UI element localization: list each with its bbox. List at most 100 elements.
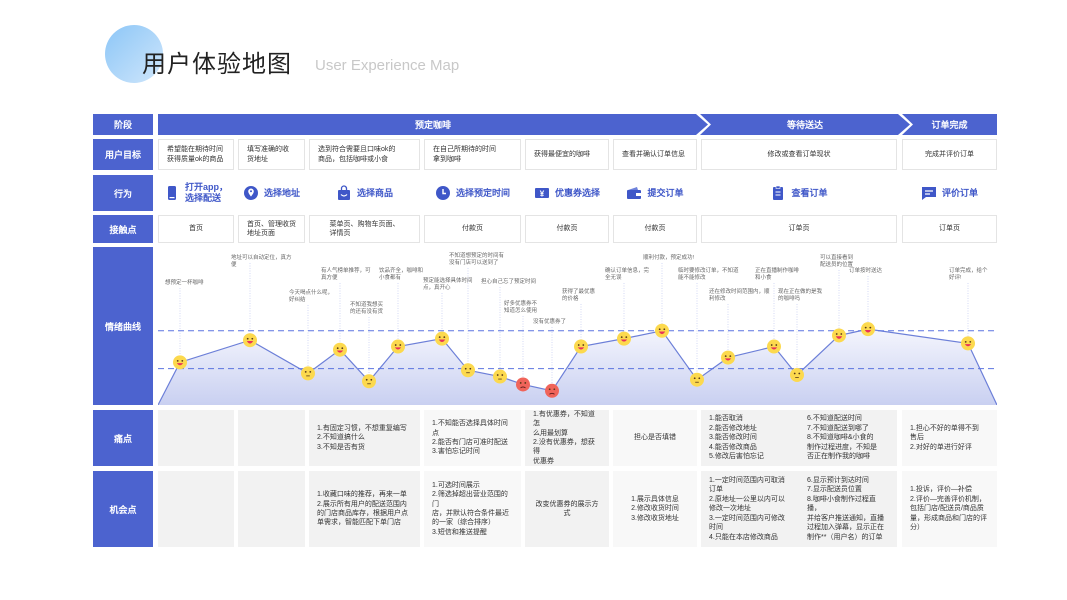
face-eye [176, 359, 179, 362]
emotion-annotation: 饮品齐全，咖啡和 小食都有 [379, 268, 424, 282]
face-eye [964, 340, 967, 343]
face-eye [798, 372, 801, 375]
touchpoint-cell: 首页、管理收货 地址页面 [238, 215, 305, 243]
touchpoint-cell: 付款页 [613, 215, 697, 243]
emotion-annotation: 订单按时送达 [849, 268, 883, 274]
emotion-annotation: 有人气榜单推荐，可 真方便 [321, 268, 371, 282]
opportunity-cell: 1.投诉，评价—补偿 2.评价—完善评价机制， 包括门店/配送员/商品质 量，形… [902, 471, 997, 547]
behavior-label: 评价订单 [941, 187, 978, 198]
behavior-label: 选择地址 [263, 187, 300, 198]
emotion-curve-chart [158, 263, 997, 405]
face-eye [370, 378, 373, 381]
face-eye [365, 378, 368, 381]
face-eye [524, 382, 527, 384]
face-eye [336, 347, 339, 350]
behavior-2: 选择地址 [238, 175, 305, 211]
emotion-face-happy-icon [767, 339, 781, 354]
face-eye [548, 388, 551, 391]
opportunity-cell: 6.显示预计到达时间 7.显示配送员位置 8.咖啡小食制作过程直播， 并给客户推… [799, 471, 897, 547]
user-goal-cell: 完成并评价订单 [902, 139, 997, 170]
location-pin-icon [243, 186, 258, 200]
face-eye [304, 371, 307, 373]
user-goal-cell: 在自己所期待的时间 拿到咖啡 [424, 139, 521, 170]
face-mouth [770, 347, 778, 350]
opportunity-cell: 1.可选时间展示 2.筛选掉超出营业范围的门 店，并默认符合条件最近 的一家（综… [424, 471, 521, 547]
face-eye [840, 333, 843, 335]
emotion-annotation: 担心自己忘了预定时间 [481, 279, 537, 285]
emotion-annotation: 现在正在做的是我 的咖啡吗 [778, 289, 823, 303]
emotion-face-happy-icon [333, 342, 347, 357]
behavior-7: 查看订单 [701, 175, 897, 211]
opportunity-cell: 1.展示具体信息 2.修改收货时间 3.修改收货地址 [613, 471, 697, 547]
page-title: 用户体验地图 [142, 51, 292, 78]
clock-icon [435, 186, 450, 200]
emotion-annotation: 可以直接看到 配送员的位置 [820, 255, 854, 269]
behavior-8: 评价订单 [902, 175, 997, 211]
emotion-face-neutral-icon [461, 363, 475, 378]
stage-complete: 订单完成 [902, 114, 997, 135]
face-eye [438, 336, 441, 339]
emotion-annotation: 确认订单信息，完 全无误 [605, 268, 650, 282]
behavior-label: 选择预定时间 [455, 187, 510, 198]
opportunity-cell [158, 471, 234, 547]
user-goal-cell: 获得最便宜的咖啡 [525, 139, 609, 170]
face-mouth [394, 347, 402, 350]
face-eye [309, 371, 312, 373]
emotion-annotation: 顺利付款，预定成功! [643, 255, 695, 261]
pain-point-cell: 1.有优惠券，不知道怎 么用最划算 2.没有优惠券，想获得 优惠券 [525, 410, 609, 466]
face-mouth [246, 341, 254, 344]
face-eye [399, 344, 402, 346]
face-eye [496, 374, 499, 376]
emotion-annotation: 今天喝点什么呢， 好纠结 [289, 290, 334, 304]
face-mouth [724, 358, 732, 361]
pain-point-cell: 1.能否取消 2.能否修改地址 3.能否修改时间 4.能否修改商品 5.修改后害… [701, 410, 799, 466]
face-eye [469, 367, 472, 370]
behavior-4: 选择预定时间 [424, 175, 521, 211]
face-eye [394, 344, 397, 346]
stage-waiting: 等待送达 [700, 114, 910, 135]
behavior-5: ¥优惠券选择 [525, 175, 609, 211]
face-eye [577, 344, 580, 346]
behavior-label: 优惠券选择 [554, 187, 600, 198]
face-eye [582, 344, 585, 346]
opportunity-cell [238, 471, 305, 547]
pain-point-cell: 1.不知能否选择具体时间点 2.能否有门店可准时配送 3.害怕忘记时间 [424, 410, 521, 466]
behavior-label: 选择商品 [356, 187, 393, 198]
emotion-annotation: 地址可以自动定位，真方便 [231, 255, 292, 269]
row-label-stage: 阶段 [93, 114, 153, 135]
emotion-annotation: 正在直播制作咖啡 和小食 [755, 268, 800, 282]
face-eye [251, 337, 254, 340]
emotion-annotation: 还在修改时间范围内，顺 利修改 [709, 289, 770, 303]
row-label-behavior: 行为 [93, 175, 153, 211]
emotion-annotation: 不知道我想买 的还有没有货 [350, 302, 384, 316]
behavior-1: 打开app， 选择配送 [158, 175, 234, 211]
face-eye [501, 374, 504, 376]
decorative-circle [105, 25, 163, 83]
face-eye [775, 344, 778, 346]
face-mouth [520, 386, 526, 389]
face-eye [620, 336, 623, 339]
user-goal-cell: 填写准确的收 货地址 [238, 139, 305, 170]
emotion-annotation: 获得了最优惠 的价格 [562, 289, 596, 303]
face-eye [341, 347, 344, 350]
emotion-face-laugh-icon [832, 328, 846, 343]
row-label-opportunity: 机会点 [93, 471, 153, 547]
face-eye [869, 326, 872, 329]
emotion-face-happy-icon [617, 331, 631, 346]
emotion-annotation: 订单完成，给个 好评! [949, 268, 988, 282]
face-mouth [835, 336, 843, 339]
face-mouth [577, 347, 585, 350]
pain-point-cell [238, 410, 305, 466]
touchpoint-cell: 首页 [158, 215, 234, 243]
emotion-face-angry-icon [545, 383, 559, 398]
face-mouth [658, 331, 666, 335]
behavior-3: 选择商品 [309, 175, 420, 211]
touchpoint-cell: 付款页 [424, 215, 521, 243]
touchpoint-cell: 菜单页、购物车页面、 详情页 [309, 215, 420, 243]
emotion-face-happy-icon [721, 350, 735, 365]
stage-booking: 预定咖啡 [158, 114, 708, 135]
emotion-face-laugh-icon [861, 322, 875, 337]
face-eye [835, 333, 838, 335]
behavior-6: 提交订单 [613, 175, 697, 211]
